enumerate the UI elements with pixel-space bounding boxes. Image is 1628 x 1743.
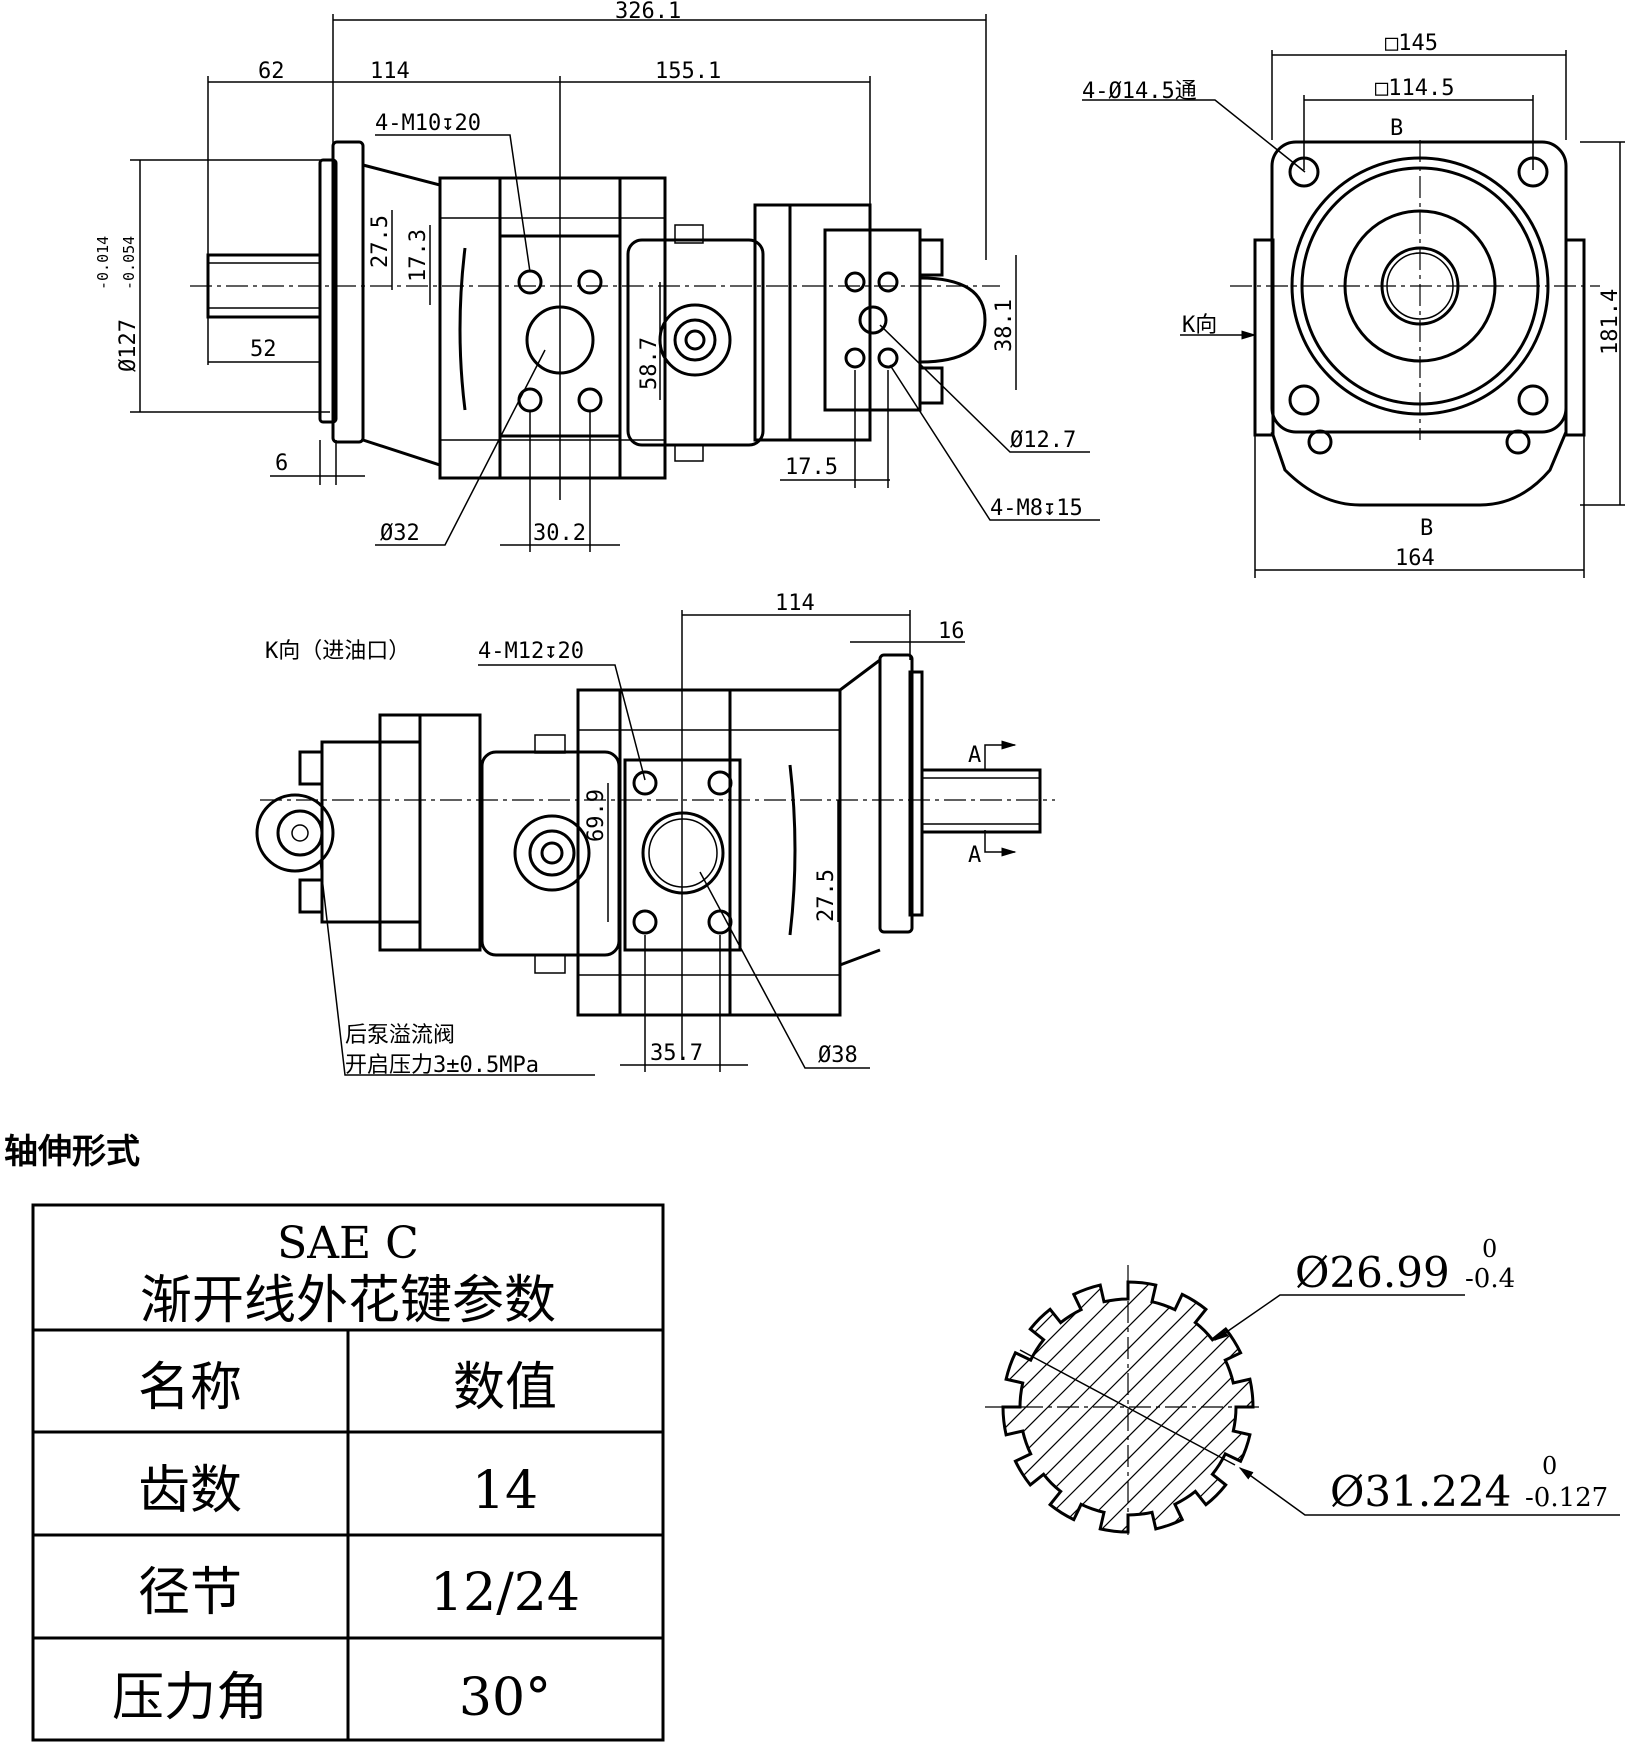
- dim-side-27-5: 27.5: [814, 869, 839, 922]
- callout-side-thread: 4-M12↧20: [478, 639, 584, 664]
- dim-height: 181.4: [1598, 289, 1623, 355]
- end-bolt-holes: [1288, 156, 1549, 416]
- hatch-line: [1003, 1282, 1243, 1532]
- dim-17-3: 17.3: [406, 229, 431, 282]
- dim-holes: 4-Ø14.5通: [1082, 79, 1197, 104]
- minor-dia: Ø26.99: [1295, 1248, 1450, 1297]
- table-header-name: 名称: [138, 1358, 242, 1418]
- section-b-bottom: B: [1420, 516, 1433, 541]
- callout-k-inlet: K向（进油口）: [265, 639, 410, 664]
- table-row-value: 30°: [459, 1668, 551, 1728]
- section-title: 轴伸形式: [4, 1132, 140, 1172]
- label-k-dir: K向: [1182, 313, 1217, 338]
- dim-flange-dia: Ø127: [116, 319, 141, 372]
- table-row-value: 12/24: [430, 1563, 580, 1623]
- dim-17-5: 17.5: [785, 455, 838, 480]
- dim-sq145: □145: [1385, 31, 1438, 56]
- major-dia: Ø31.224: [1330, 1467, 1511, 1516]
- hatch-line: [1003, 1282, 1023, 1532]
- dim-width: 164: [1395, 546, 1435, 571]
- dim-port-dia: Ø32: [380, 521, 420, 546]
- dim-38-1: 38.1: [992, 299, 1017, 352]
- top-view: 326.1 62 114 155.1: [94, 0, 1100, 552]
- major-lower: -0.127: [1525, 1483, 1608, 1513]
- dim-62: 62: [258, 59, 285, 84]
- label-a-top: A: [968, 743, 981, 768]
- table-title-line1: SAE C: [277, 1218, 419, 1269]
- dim-155: 155.1: [655, 59, 721, 84]
- dim-27-5: 27.5: [368, 215, 393, 268]
- dim-30-2: 30.2: [533, 521, 586, 546]
- dim-flange-tol-lower: -0.054: [120, 236, 138, 290]
- dim-58-7: 58.7: [637, 337, 662, 390]
- dim-small-port: Ø12.7: [1010, 428, 1076, 453]
- side-view: 114 16 K向（进油口） 4-M12↧20: [255, 591, 1055, 1078]
- callout-front-thread: 4-M10↧20: [375, 111, 481, 136]
- label-a-bottom: A: [968, 843, 981, 868]
- dim-side-114: 114: [775, 591, 815, 616]
- table-row-value: 14: [472, 1461, 538, 1521]
- major-upper: 0: [1542, 1452, 1557, 1480]
- hatch-line: [1003, 1282, 1133, 1532]
- side-main-port: [641, 811, 725, 895]
- dim-sq114: □114.5: [1375, 76, 1454, 101]
- table-row-name: 径节: [138, 1563, 242, 1623]
- end-view: □145 □114.5 B 4-Ø14.5通 181.4 164 B: [1082, 31, 1625, 578]
- main-port: [525, 305, 595, 375]
- minor-lower: -0.4: [1465, 1264, 1515, 1294]
- spline-table: SAE C 渐开线外花键参数 名称 数值 齿数 14 径节 12/24 压力角 …: [31, 1203, 665, 1742]
- dim-side-16: 16: [938, 619, 965, 644]
- callout-valve-line1: 后泵溢流阀: [345, 1023, 455, 1048]
- dim-flange-tol-upper: -0.014: [94, 236, 112, 290]
- table-row-name: 齿数: [138, 1461, 242, 1521]
- hatch-line: [1073, 1282, 1253, 1532]
- dim-pilot: 6: [275, 451, 288, 476]
- dim-114: 114: [370, 59, 410, 84]
- callout-valve-line2: 开启压力3±0.5MPa: [345, 1053, 539, 1078]
- dim-shaft-len: 52: [250, 337, 277, 362]
- dim-overall: 326.1: [615, 0, 681, 24]
- dim-side-35-7: 35.7: [650, 1041, 703, 1066]
- dim-side-port: Ø38: [818, 1043, 858, 1068]
- table-header-value: 数值: [453, 1358, 557, 1418]
- table-row-name: 压力角: [112, 1668, 268, 1728]
- hatch-line: [678, 1257, 978, 1557]
- hatch-line: [1117, 1282, 1253, 1532]
- section-b-top: B: [1390, 116, 1403, 141]
- minor-upper: 0: [1482, 1235, 1497, 1263]
- hatch-line: [700, 1257, 1000, 1557]
- dim-side-69-9: 69.9: [584, 789, 609, 842]
- spline-section: Ø26.99 0 -0.4 Ø31.224 0 -0.127: [678, 1235, 1620, 1557]
- table-title-line2: 渐开线外花键参数: [140, 1271, 556, 1331]
- callout-rear-thread: 4-M8↧15: [990, 496, 1083, 521]
